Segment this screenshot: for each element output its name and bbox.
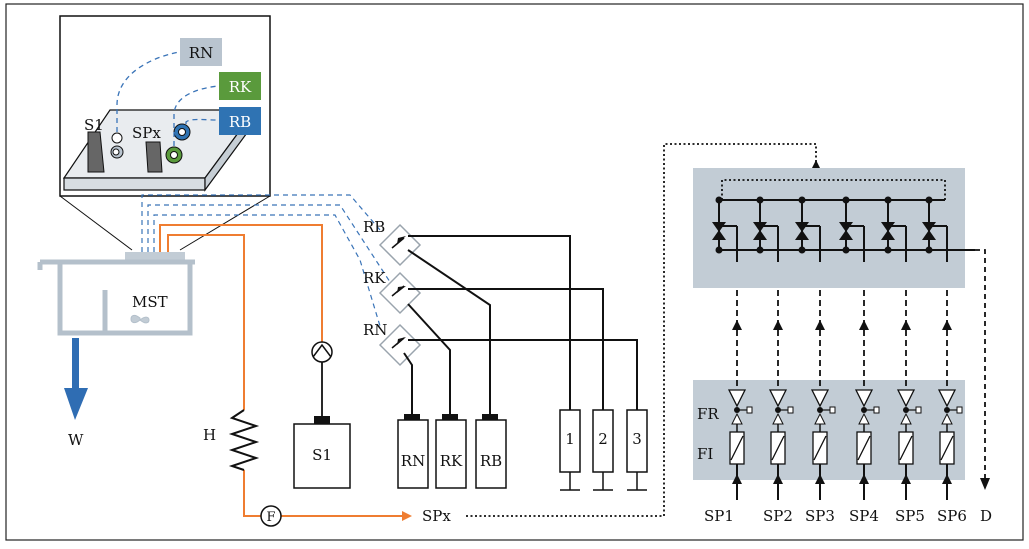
manifold-dotted-loop: [721, 179, 946, 200]
flowmeter-label: F: [266, 510, 275, 525]
flowmeter-symbol: [260, 505, 282, 527]
bottle-rb-label: RB: [480, 452, 502, 470]
sample-channel-1: [727, 290, 753, 500]
bottle-rk: [435, 419, 467, 489]
fi-label: FI: [697, 445, 713, 463]
syringe-2-label: 2: [598, 430, 608, 448]
fr-label: FR: [697, 405, 719, 423]
sp4-label: SP4: [849, 507, 879, 525]
inset-rn-box: [180, 38, 222, 66]
bottle-rk-label: RK: [440, 452, 463, 470]
mst-vessel: MST: [37, 252, 195, 336]
inset-rk-box: [219, 72, 261, 100]
sp6-label: SP6: [937, 507, 967, 525]
valve-rk-label: RK: [363, 269, 386, 287]
inset-rn-label: RN: [189, 44, 213, 62]
valve-rb: [378, 223, 422, 267]
sample-channel-2: [768, 290, 794, 500]
manifold-valve-6: [922, 196, 948, 262]
bottle-rn: [397, 419, 429, 489]
sp3-label: SP3: [805, 507, 835, 525]
manifold-valves: [712, 196, 948, 262]
valve-rk: [378, 271, 422, 315]
inset-cup-1: [111, 132, 123, 144]
s1-cap: [314, 416, 330, 424]
manifold-valve-3: [795, 196, 821, 262]
sample-channel-6: [937, 290, 963, 500]
valve-rb-label: RB: [363, 218, 385, 236]
reagent-dashed-lines: [141, 194, 391, 327]
valve-rn-label: RN: [363, 321, 387, 339]
inset-s1-label: S1: [84, 116, 104, 134]
manifold-valve-4: [839, 196, 865, 262]
valve-manifold-panel: [693, 168, 965, 288]
waste-label: W: [68, 431, 84, 449]
sp2-label: SP2: [763, 507, 793, 525]
sample-lines: [727, 290, 963, 500]
sp1-label: SP1: [704, 507, 734, 525]
manifold-valve-1: [712, 196, 738, 262]
bottle-rb: [475, 419, 507, 489]
reagent-lines: [403, 235, 638, 420]
s1-label: S1: [312, 446, 332, 464]
reagent-bottles: [397, 414, 507, 489]
inset-rb-label: RB: [229, 113, 251, 131]
heater-coil: [228, 409, 260, 471]
manifold-valve-5: [881, 196, 907, 262]
manifold-valve-2: [753, 196, 779, 262]
valve-rn: [378, 323, 422, 367]
inset-rb-box: [219, 107, 261, 135]
sample-channel-4: [854, 290, 880, 500]
syringe-3-label: 3: [632, 430, 642, 448]
s1-bottle: [293, 423, 351, 489]
sample-channel-5: [896, 290, 922, 500]
syringes: [559, 409, 648, 491]
sp5-label: SP5: [895, 507, 925, 525]
inset-panel: RN RK RB S1 SPx: [59, 15, 271, 251]
drain-line: [975, 249, 986, 480]
waste-arrow: [64, 338, 88, 420]
sample-channel-3: [810, 290, 836, 500]
spx-dotted-line: [466, 143, 817, 517]
inset-spx-label: SPx: [132, 124, 161, 142]
syringe-1-label: 1: [565, 430, 575, 448]
valve-block: [378, 223, 422, 367]
orange-lines: [159, 224, 408, 517]
drain-label: D: [980, 507, 992, 525]
spx-label: SPx: [422, 507, 451, 525]
heater-label: H: [203, 426, 216, 444]
bottle-rn-label: RN: [401, 452, 425, 470]
outer-border: [5, 3, 1024, 541]
sp-labels: SP1 SP2 SP3 SP4 SP5 SP6: [704, 507, 967, 525]
mst-label: MST: [132, 293, 168, 311]
inset-s1-bar: [87, 131, 105, 173]
inset-spx-bar: [145, 141, 163, 173]
tray-front: [63, 177, 206, 191]
pump-symbol: [311, 341, 333, 420]
inset-rk-label: RK: [229, 78, 252, 96]
